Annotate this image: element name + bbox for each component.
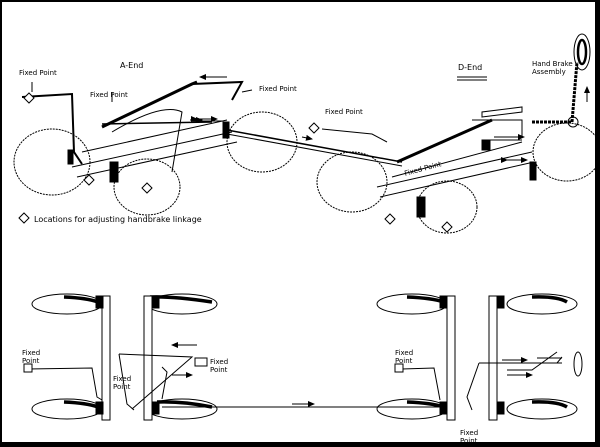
plan-wheel <box>506 293 578 315</box>
plan-fixed-point-bottom-line2: Point <box>460 437 478 445</box>
legend-diamond-icon <box>18 212 30 224</box>
d-end-bogie <box>316 33 595 234</box>
plan-view <box>23 293 583 421</box>
fixed-point-label: Fixed Point <box>90 91 128 99</box>
adjustment-location-diamond-icon <box>141 182 153 194</box>
adjustment-location-diamond-icon <box>83 174 95 186</box>
adjustment-location-diamond-icon <box>308 122 320 134</box>
axle <box>488 295 498 421</box>
adjustment-location-diamond-icon <box>441 221 453 233</box>
plan-fixed-point-mid-line2: Point <box>113 383 131 391</box>
handbrake-wheel <box>573 33 591 71</box>
d-end-wheel-1 <box>316 151 388 213</box>
brake-block <box>67 149 74 165</box>
fixed-point-label: Fixed Point <box>19 69 57 77</box>
adjustment-location-diamond-icon <box>384 213 396 225</box>
fixed-point-label: Fixed Point <box>259 85 297 93</box>
handbrake-chain <box>532 61 579 124</box>
plan-fixed-point-right-line2: Point <box>395 357 413 365</box>
central-cable <box>226 129 403 163</box>
d-end-label: D-End <box>458 63 483 72</box>
plan-handbrake-wheel <box>573 351 583 377</box>
a-end-label: A-End <box>120 61 144 70</box>
fixed-point-box <box>394 363 404 373</box>
fixed-point-box <box>23 363 33 373</box>
axle <box>446 295 456 421</box>
fixed-point-label: Fixed Point <box>325 108 363 116</box>
plan-fixed-point-mid-line1: Fixed <box>113 375 132 383</box>
handbrake-label-line2: Assembly <box>532 68 566 76</box>
plan-fixed-point-left-line1: Fixed <box>22 349 41 357</box>
brake-block <box>481 139 491 151</box>
brake-block <box>529 161 537 181</box>
plan-fixed-point-right-line1: Fixed <box>395 349 414 357</box>
a-end-wheel-1 <box>13 128 91 196</box>
legend-text: Locations for adjusting handbrake linkag… <box>34 215 202 224</box>
a-end-wheel-3 <box>226 111 298 173</box>
brake-block <box>109 161 119 183</box>
a-end-bogie <box>13 74 298 216</box>
a-end-wheel-2 <box>113 158 181 216</box>
plan-fixed-point-box-line1: Fixed <box>210 358 229 366</box>
brake-block <box>416 196 426 218</box>
plan-fixed-point-bottom-line1: Fixed <box>460 429 479 437</box>
axle <box>101 295 111 421</box>
axle <box>143 295 153 421</box>
adjustment-locations <box>18 92 453 233</box>
d-end-wheel-3 <box>532 122 595 182</box>
pulley <box>567 116 579 128</box>
plan-fixed-point-left-line2: Point <box>22 357 40 365</box>
plan-fixed-point-box-line2: Point <box>210 366 228 374</box>
adjustment-location-diamond-icon <box>23 92 35 104</box>
plan-wheel <box>506 398 578 420</box>
handbrake-label-line1: Hand Brake <box>532 60 573 68</box>
fixed-point-box <box>194 357 208 367</box>
